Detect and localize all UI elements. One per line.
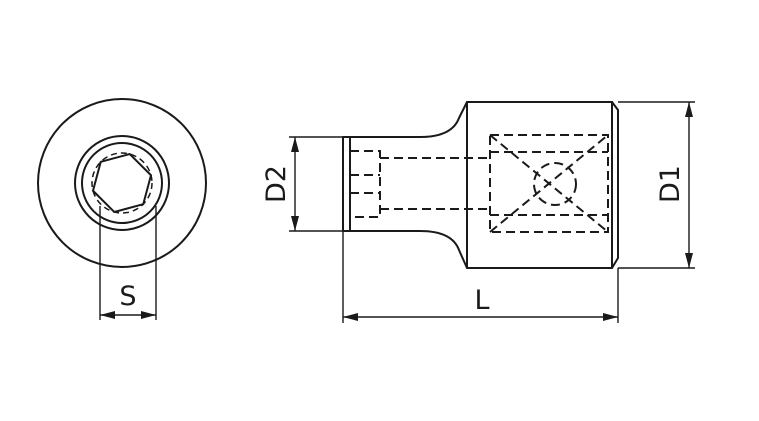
d2-arrow-top: [291, 137, 299, 152]
end-view: S: [37, 98, 207, 320]
hidden-ball-detent: [533, 162, 577, 206]
l-arrow-left: [343, 313, 358, 321]
hex-socket-opening: [92, 153, 152, 213]
side-view: D2 D1 L: [261, 101, 695, 323]
l-dimension-label: L: [474, 285, 489, 316]
hidden-drive-diagonal-2: [489, 134, 609, 233]
end-view-bore-inner-circle: [81, 142, 163, 224]
d1-arrow-bottom: [685, 253, 693, 268]
hidden-square-drive: [489, 134, 609, 233]
hidden-rear-hex: [349, 150, 381, 218]
end-view-outer-circle: [37, 98, 207, 268]
s-arrow-left: [100, 311, 115, 319]
d2-arrow-bottom: [291, 216, 299, 231]
s-dimension-label: S: [119, 281, 136, 312]
s-arrow-right: [141, 311, 156, 319]
socket-body-outline: [342, 101, 619, 269]
end-view-bore-circle: [74, 135, 170, 231]
d1-dimension-label: D1: [655, 165, 686, 203]
end-view-drive-circle: [91, 152, 153, 214]
l-arrow-right: [603, 313, 618, 321]
d2-dimension-label: D2: [261, 165, 292, 203]
d1-arrow-top: [685, 102, 693, 117]
